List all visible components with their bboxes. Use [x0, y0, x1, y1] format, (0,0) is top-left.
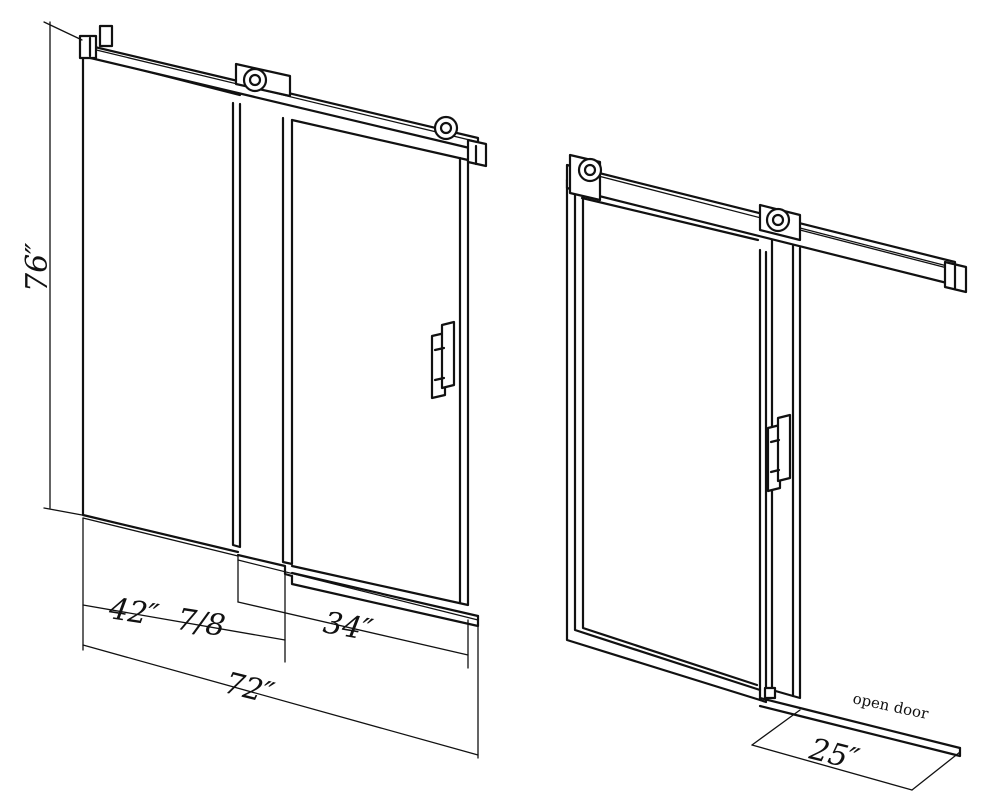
sliding-door-panel: [281, 116, 480, 618]
open-roller-right: [765, 207, 791, 233]
fixed-width-dimension-label: 42″ 7/8: [106, 591, 228, 644]
fixed-glass-panel: [81, 53, 242, 557]
dimension-lines-closed: [43, 21, 479, 759]
dimension-lines-open: [751, 709, 961, 791]
left-end-bracket: [78, 34, 98, 60]
door-handle: [430, 320, 456, 400]
open-width-dimension-label: 25″: [805, 732, 863, 778]
closed-door-assembly: [78, 24, 488, 628]
door-width-dimension-label: 34″: [321, 605, 376, 648]
total-width-dimension-label: 72″: [221, 666, 278, 712]
open-sliding-door: [565, 178, 772, 704]
height-dimension-label: 76″: [20, 242, 55, 292]
open-roller-left: [577, 157, 603, 183]
roller-right: [433, 115, 459, 141]
open-door-assembly: [565, 153, 968, 758]
open-door-handle: [766, 413, 792, 493]
bottom-threshold: [236, 553, 480, 628]
left-top-cap: [98, 24, 114, 48]
open-door-label: open door: [851, 689, 931, 723]
roller-left: [242, 67, 268, 93]
